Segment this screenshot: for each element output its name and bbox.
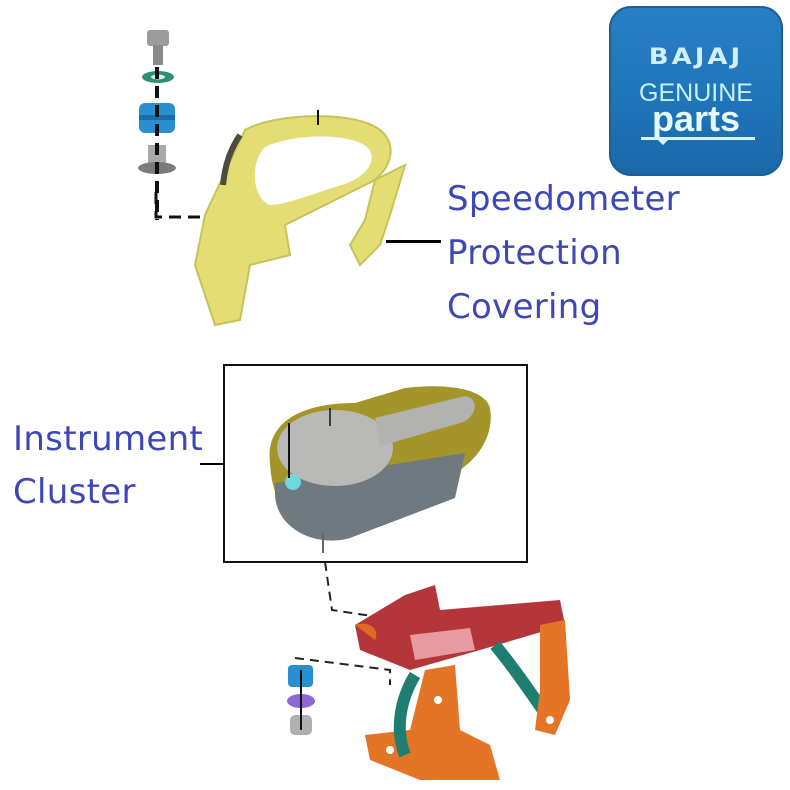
bajaj-genuine-parts-logo: BAJAJ GENUINE parts [609, 6, 783, 176]
logo-parts: parts [651, 98, 741, 139]
dashed-guide-middle [324, 561, 386, 619]
speedometer-leader-line [386, 240, 441, 243]
instrument-cluster-frame [223, 364, 528, 563]
fastener-stack-bottom [287, 665, 315, 735]
dashed-guide-bottom [294, 657, 391, 685]
label-cluster-line1: Instrument [13, 419, 204, 459]
speedometer-protection-covering [193, 110, 407, 327]
logo-brand: BAJAJ [648, 44, 744, 70]
logo-notch-icon [657, 139, 669, 145]
label-speedometer-line1: Speedometer [447, 179, 680, 219]
cluster-leader-line [200, 463, 224, 465]
mounting-bracket [355, 585, 570, 780]
fastener-stack-top [138, 30, 176, 220]
label-cluster-line2: Cluster [13, 472, 136, 512]
logo-underline [641, 137, 755, 140]
instrument-cluster [269, 386, 491, 553]
label-speedometer-line3: Covering [447, 287, 602, 327]
logo-genuine: GENUINE [639, 79, 753, 107]
label-speedometer-line2: Protection [447, 233, 623, 273]
